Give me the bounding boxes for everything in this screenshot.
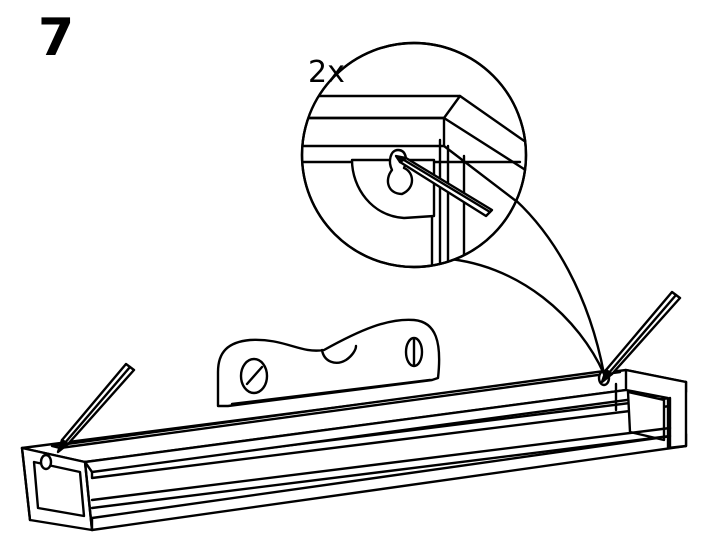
step-number: 7 [38, 8, 75, 68]
right-end-window [626, 390, 666, 442]
zoom-detail [302, 94, 526, 267]
callout-leader [502, 188, 606, 376]
screw-hole-right [404, 336, 424, 368]
bracket-notch [320, 344, 358, 364]
pencil-icon-right [600, 290, 682, 384]
shelf-frame [20, 368, 688, 532]
back-top-rail [50, 368, 622, 450]
screw-hole-left [239, 357, 269, 395]
left-end-window [32, 460, 86, 518]
quantity-label: 2x [308, 55, 345, 90]
wall-bracket [216, 318, 441, 408]
keyhole-marker-left [39, 453, 53, 471]
magnifier-callout [300, 41, 606, 376]
pencil-icon-left [56, 362, 136, 454]
